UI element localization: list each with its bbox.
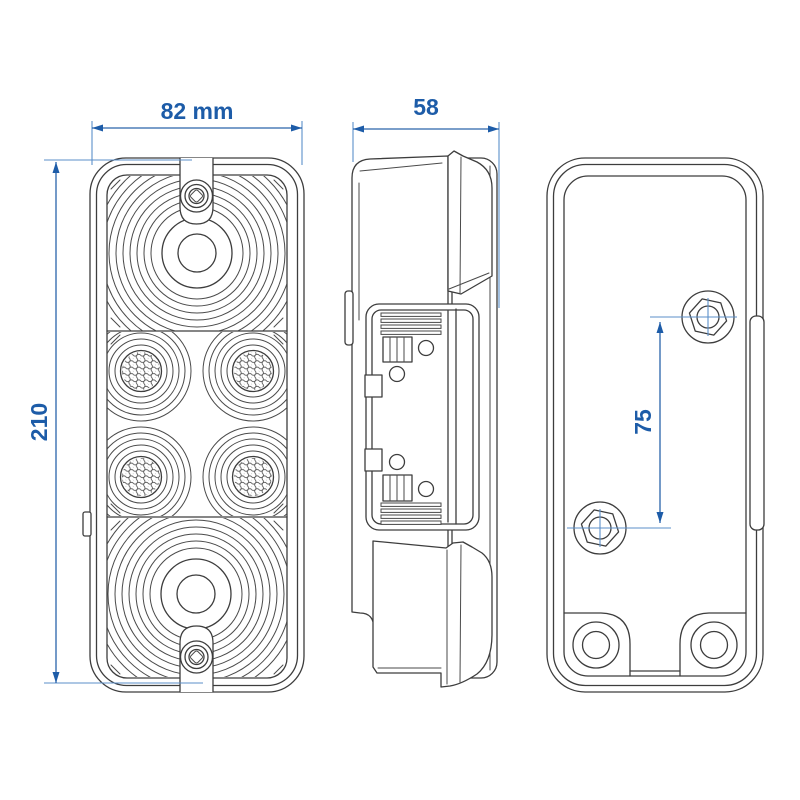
front-top-screw-tab	[179, 157, 214, 225]
dimension-front-height: 210	[26, 159, 203, 684]
latch-top	[364, 374, 383, 398]
back-view	[546, 157, 765, 693]
front-view	[82, 157, 305, 693]
back-pad-right	[679, 612, 747, 677]
back-inner-face	[563, 175, 747, 677]
screw-top	[179, 179, 214, 213]
connector-hole	[388, 453, 406, 471]
dimension-front-width: 82 mm	[91, 98, 303, 165]
front-reflector-group	[107, 332, 287, 516]
side-connector-box	[364, 303, 480, 531]
screw-bottom	[179, 640, 214, 674]
side-left-clip	[344, 290, 354, 346]
front-side-clip	[82, 511, 92, 537]
reflector-top-right	[231, 349, 275, 393]
side-top-lens	[447, 150, 493, 295]
label-hole-spacing: 75	[630, 409, 656, 435]
dimension-side-depth: 58	[352, 94, 500, 308]
reflector-bottom-left	[119, 455, 163, 499]
back-pad-left	[563, 612, 631, 677]
front-outer-housing	[89, 157, 305, 693]
connector-hole	[388, 365, 406, 383]
front-bottom-screw-tab	[179, 625, 214, 693]
latch-bottom	[364, 448, 383, 472]
back-side-clip	[749, 315, 765, 531]
dimension-hole-spacing: 75	[630, 322, 664, 523]
reflector-top-left	[119, 349, 163, 393]
connector-hole	[417, 339, 435, 357]
label-front-width: 82 mm	[161, 98, 234, 124]
label-front-height: 210	[26, 403, 52, 441]
side-view	[344, 150, 498, 688]
bolt-centerlines	[567, 298, 737, 547]
label-side-depth: 58	[413, 94, 439, 120]
connector-hole	[417, 480, 435, 498]
reflector-bottom-right	[231, 455, 275, 499]
side-bottom-lens	[372, 540, 493, 688]
